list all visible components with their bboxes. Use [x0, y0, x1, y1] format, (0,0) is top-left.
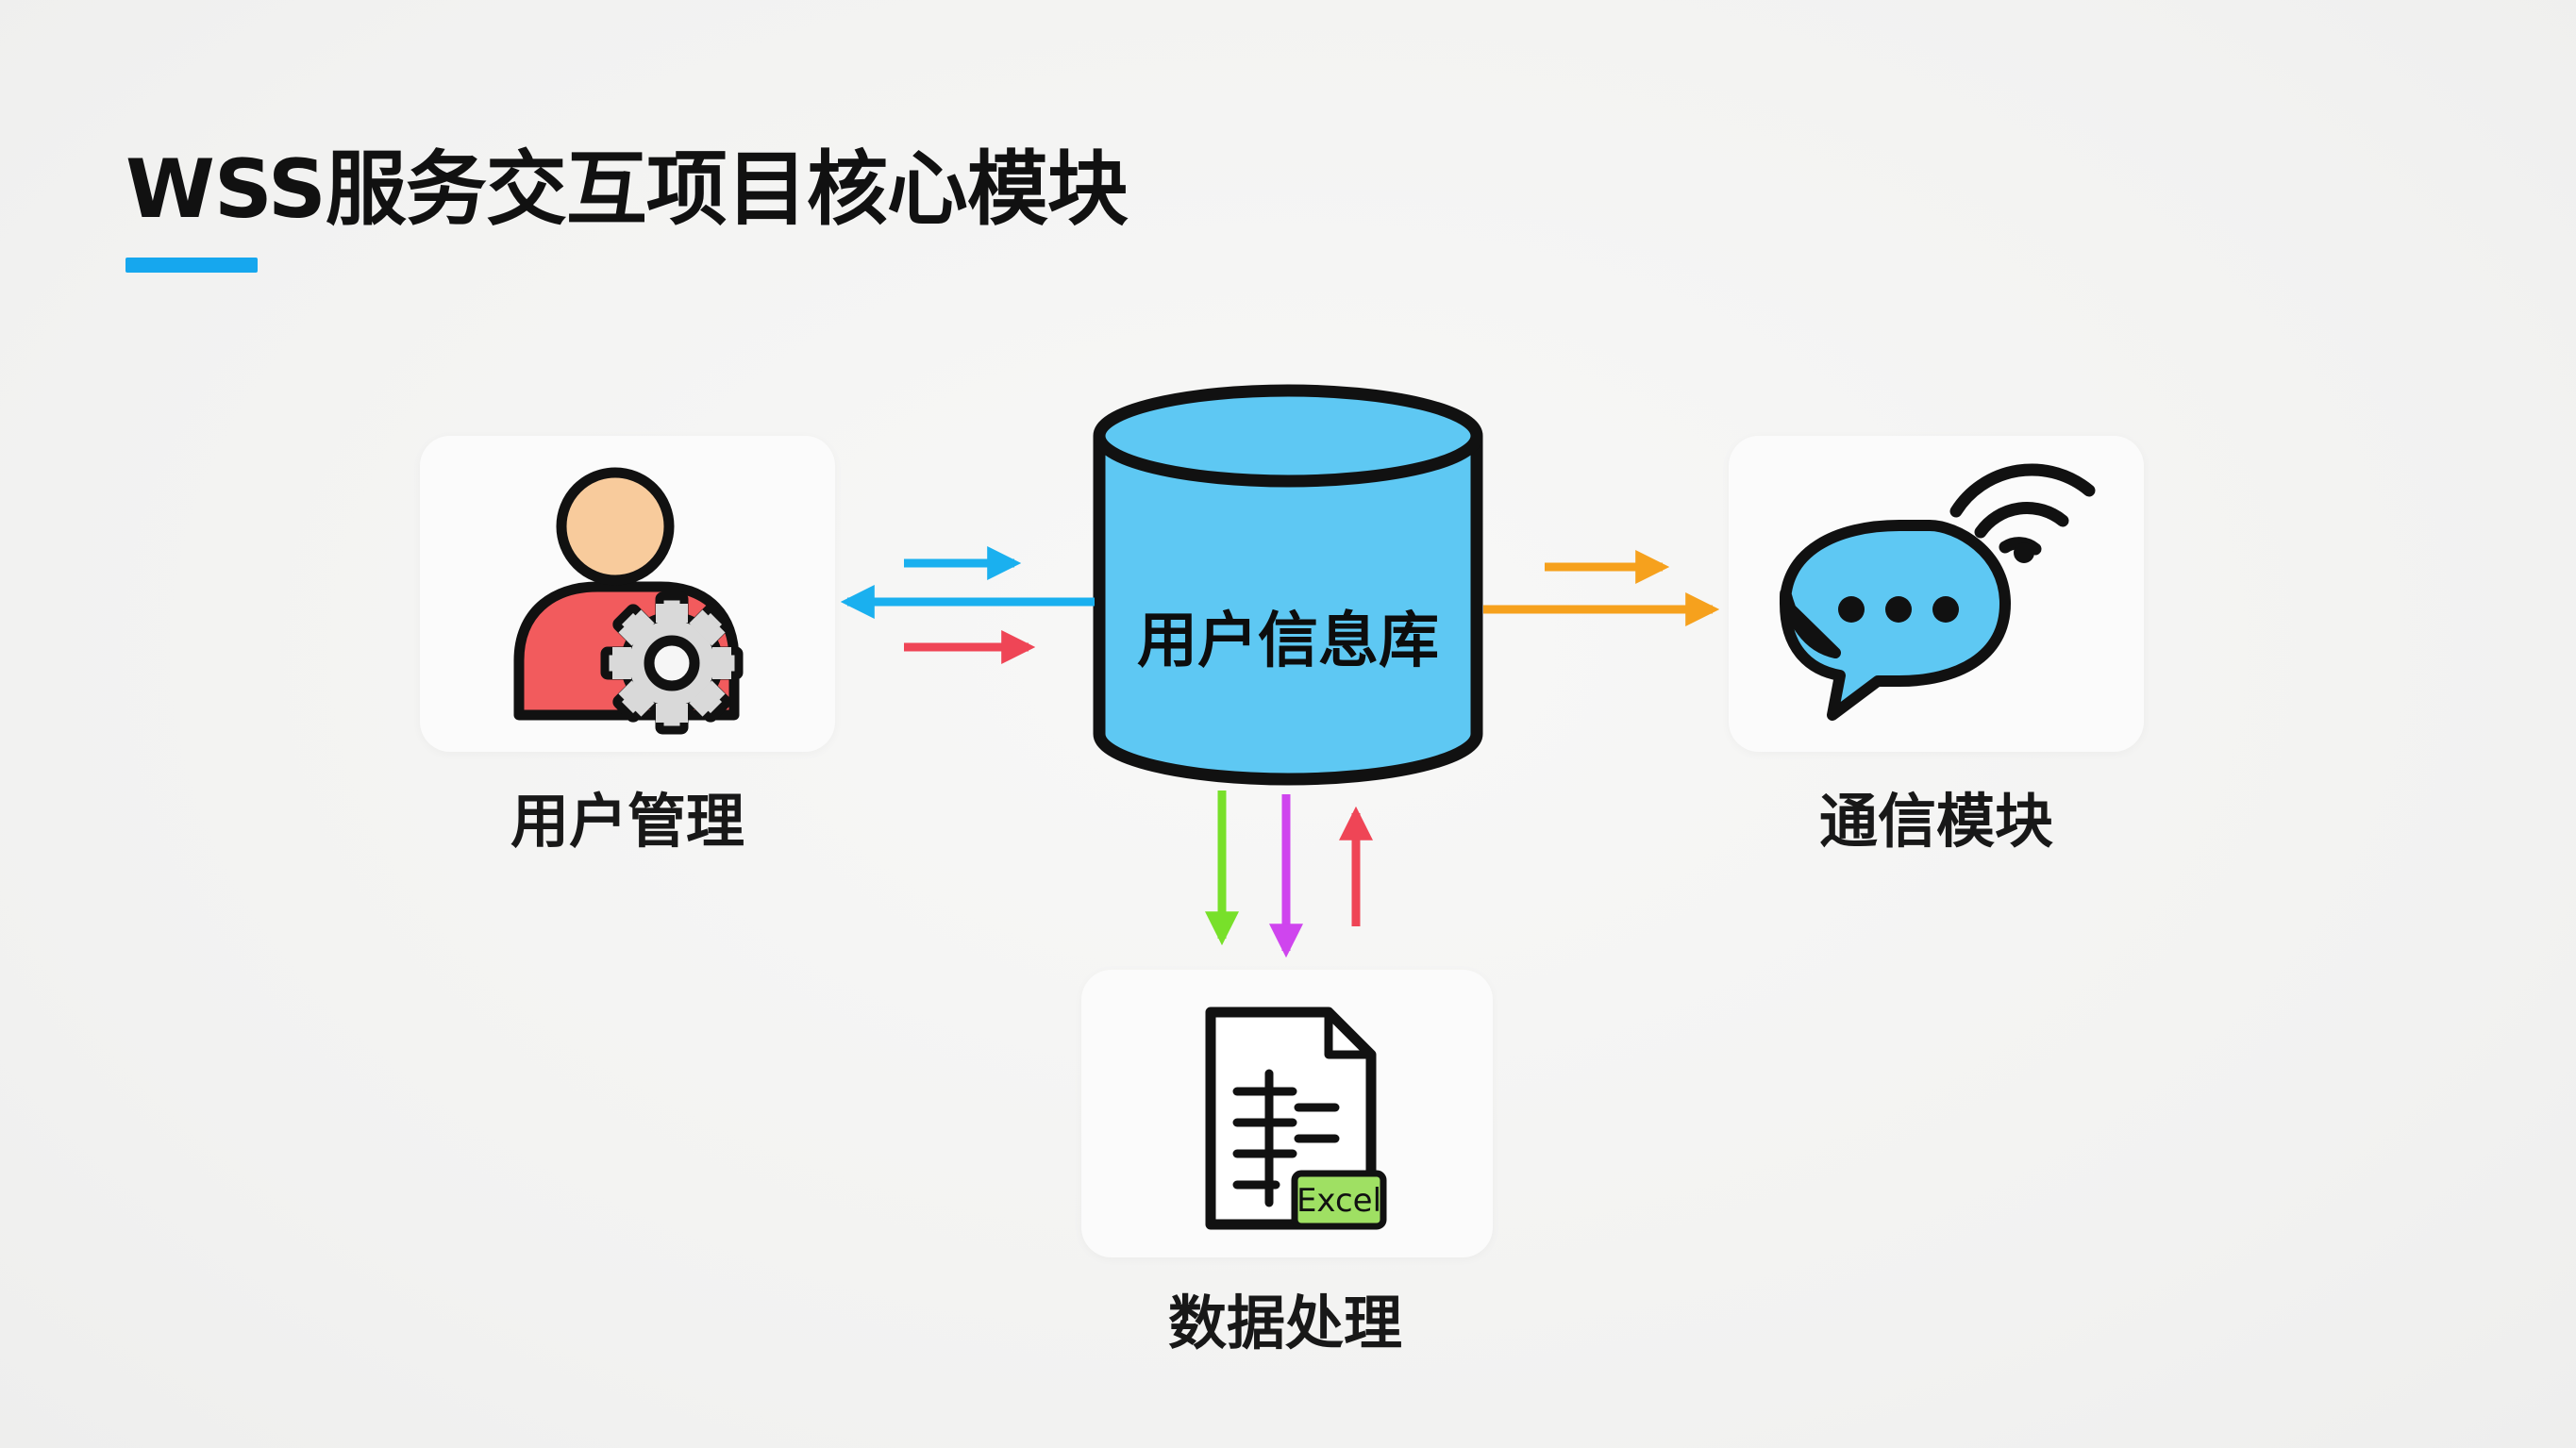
- data-processing-label: 数据处理: [1167, 1289, 1403, 1357]
- page-title: WSS服务交互项目核心模块: [125, 142, 1129, 237]
- excel-badge-text: Excel: [1296, 1182, 1381, 1220]
- database-icon: [1093, 384, 1483, 786]
- arrows-user-database: [840, 546, 1095, 664]
- chat-wifi-icon: [1779, 463, 2096, 721]
- excel-document-icon: [1205, 1007, 1387, 1230]
- user-gear-icon: [513, 467, 744, 735]
- arrows-database-comm: [1483, 550, 1720, 626]
- title-underline: [125, 258, 258, 273]
- communication-module-label: 通信模块: [1818, 787, 2054, 856]
- arrows-database-data: [1205, 791, 1373, 958]
- user-database-label: 用户信息库: [1137, 607, 1439, 676]
- user-management-label: 用户管理: [510, 787, 745, 856]
